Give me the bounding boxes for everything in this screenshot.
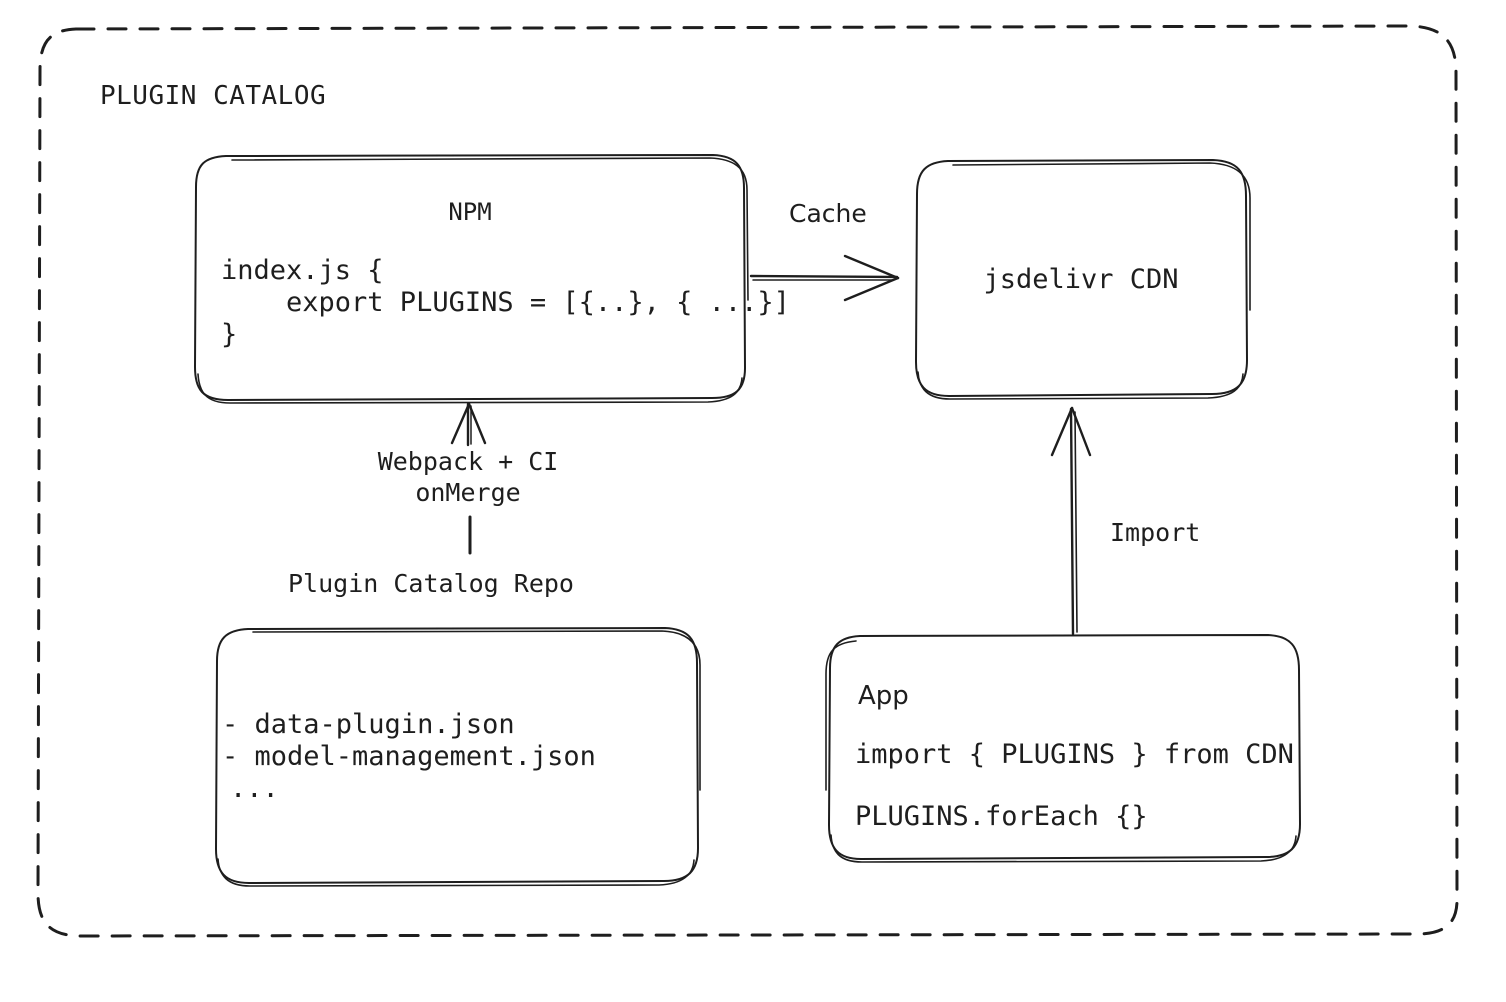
- npm-node[interactable]: [194, 154, 749, 404]
- cdn-title: jsdelivr CDN: [983, 264, 1178, 295]
- edge-repo-to-npm: [450, 402, 487, 555]
- plugin-catalog-container: [36, 24, 1459, 938]
- app-node[interactable]: [825, 634, 1301, 863]
- edge-label-onmerge: onMerge: [415, 478, 520, 507]
- edge-npm-to-cdn: [749, 254, 900, 302]
- npm-title: NPM: [448, 198, 491, 226]
- npm-code-line-3: }: [221, 319, 237, 350]
- edge-label-cache: Cache: [789, 199, 867, 228]
- app-title: App: [858, 681, 909, 711]
- app-code-line-1: import { PLUGINS } from CDN: [855, 739, 1294, 770]
- repo-file-line-1: - data-plugin.json: [222, 709, 515, 740]
- cdn-node[interactable]: [915, 159, 1251, 400]
- repo-file-line-2: - model-management.json: [222, 741, 596, 772]
- edge-app-to-cdn: [1050, 406, 1092, 636]
- npm-code-line-2: export PLUGINS = [{..}, { ...}]: [221, 287, 790, 318]
- repo-caption: Plugin Catalog Repo: [288, 569, 574, 598]
- edge-label-webpack-ci: Webpack + CI: [378, 447, 559, 476]
- repo-node[interactable]: [215, 627, 701, 887]
- npm-code-line-1: index.js {: [221, 255, 384, 286]
- repo-file-line-3: ...: [230, 773, 279, 804]
- edge-label-import: Import: [1110, 518, 1200, 547]
- app-code-line-2: PLUGINS.forEach {}: [855, 801, 1148, 832]
- container-title: PLUGIN CATALOG: [100, 81, 326, 111]
